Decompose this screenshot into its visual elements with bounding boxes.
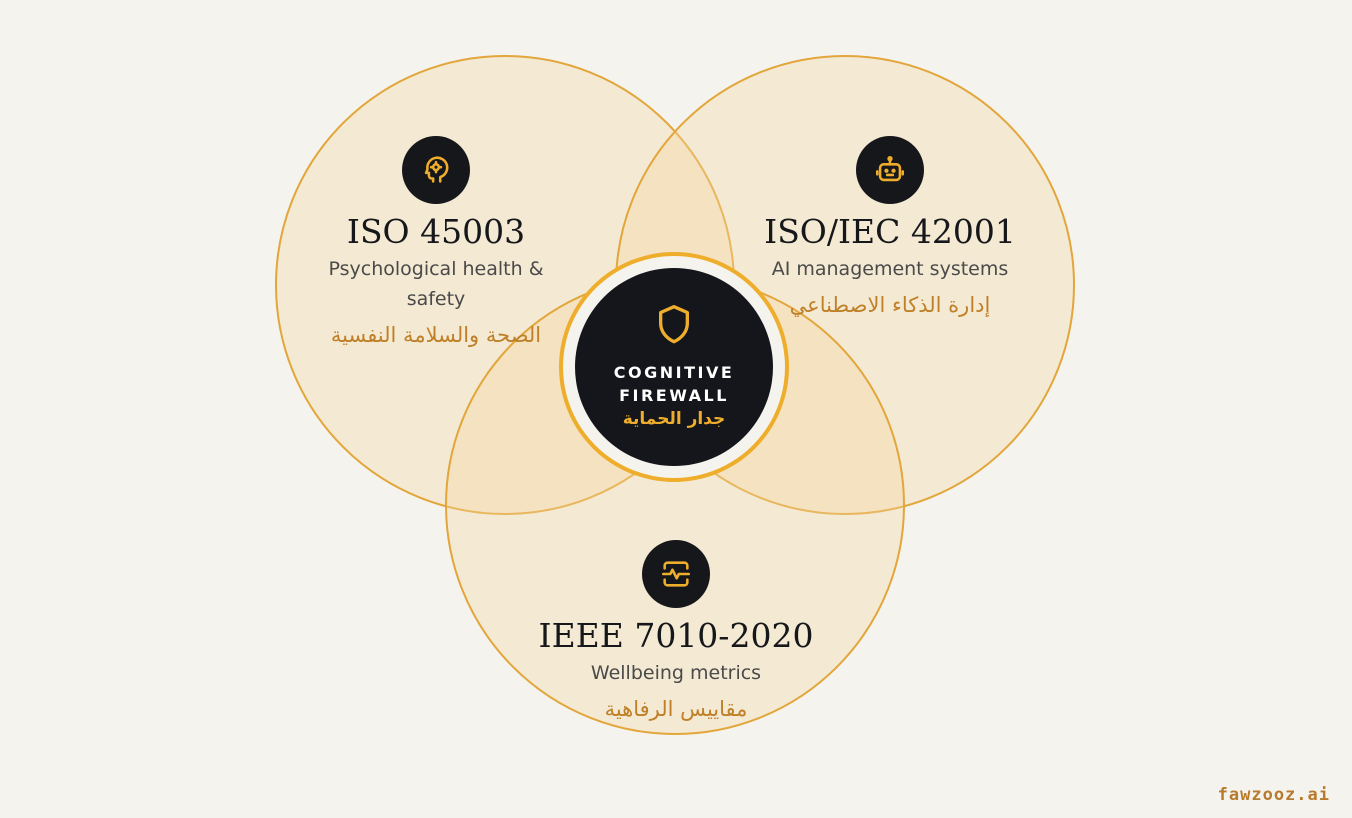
node-iso-45003: ISO 45003 Psychological health & safety … xyxy=(296,136,576,350)
node-arabic-label: الصحة والسلامة النفسية xyxy=(330,323,542,347)
center-arabic-label: جدار الحماية xyxy=(622,409,726,429)
node-title: ISO 45003 xyxy=(346,212,526,251)
node-subtitle: AI management systems xyxy=(771,258,1009,280)
node-arabic-label: إدارة الذكاء الاصطناعي xyxy=(789,293,991,317)
node-title: IEEE 7010-2020 xyxy=(538,616,814,655)
brand-watermark: fawzooz.ai xyxy=(1217,785,1330,805)
center-hub: COGNITIVE FIREWALL جدار الحماية xyxy=(563,256,785,478)
node-title: ISO/IEC 42001 xyxy=(764,212,1016,251)
head-gear-icon xyxy=(402,136,470,204)
center-title-line2: FIREWALL xyxy=(619,386,729,405)
node-subtitle: Wellbeing metrics xyxy=(590,662,762,684)
center-hub-inner: COGNITIVE FIREWALL جدار الحماية xyxy=(575,268,773,466)
node-iso-iec-42001: ISO/IEC 42001 AI management systems إدار… xyxy=(740,136,1040,320)
pulse-monitor-icon xyxy=(642,540,710,608)
robot-icon xyxy=(856,136,924,204)
node-ieee-7010: IEEE 7010-2020 Wellbeing metrics مقاييس … xyxy=(526,540,826,724)
center-title-line1: COGNITIVE xyxy=(613,363,735,382)
node-arabic-label: مقاييس الرفاهية xyxy=(604,697,748,721)
shield-icon xyxy=(659,304,689,344)
node-subtitle: Psychological health & safety xyxy=(328,258,544,310)
